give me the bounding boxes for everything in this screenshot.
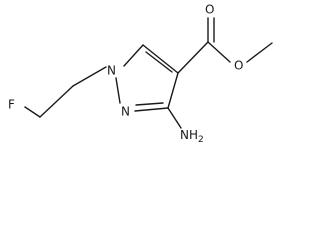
bond-n2-n1 [115,77,121,104]
atom-amino-group: NH2 [180,128,204,145]
bond-ch2-f [24,106,41,118]
bond-n1-ch2 [72,66,107,87]
atom-oxygen-carbonyl: O [205,3,214,17]
bond-carbonyl-oester [207,41,231,63]
amino-nh: NH [180,128,198,142]
bond-c4-c3 [167,72,179,109]
amino-subscript: 2 [198,135,204,145]
bond-c5-c4-double [145,51,173,73]
bond-c3-amino [167,107,182,129]
atom-oxygen-ester: O [234,59,243,73]
bond-c3-n2 [134,107,169,112]
bond-c5-c4 [142,44,179,74]
chemical-structure: O O F N N NH2 [8,3,273,145]
atom-fluorine: F [8,98,15,112]
bond-c4-carbonyl [177,41,209,74]
bond-n1-c5 [123,44,144,67]
bond-oester-methyl [246,42,273,63]
bond-ch2-ch2 [39,85,74,118]
atom-nitrogen-1: N [107,64,116,78]
atom-nitrogen-2: N [121,105,130,119]
bond-c3-n2-double [135,102,164,106]
